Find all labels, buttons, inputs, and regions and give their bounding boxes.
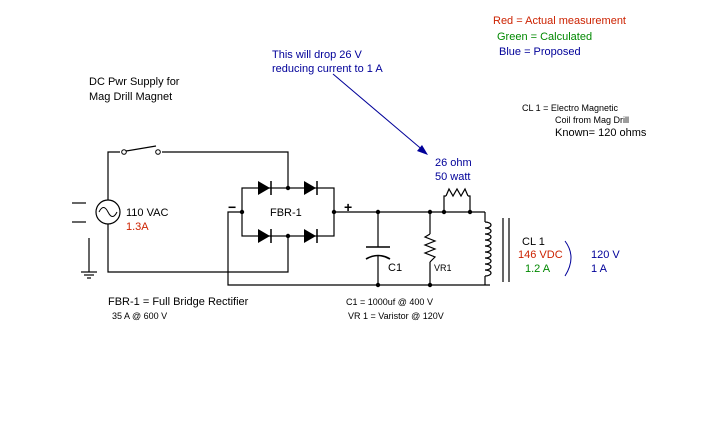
power-switch xyxy=(121,145,161,155)
annotation-arrow xyxy=(332,73,428,155)
ground-symbol xyxy=(81,271,97,279)
annotation-line2: reducing current to 1 A xyxy=(272,63,383,75)
note-fbr-line2: 35 A @ 600 V xyxy=(112,311,167,321)
junction-dots xyxy=(239,185,473,288)
coil-note-line2: Coil from Mag Drill xyxy=(555,115,629,125)
bridge-diodes xyxy=(258,181,318,243)
coil-label: CL 1 xyxy=(522,236,545,248)
coil-proposed-current: 1 A xyxy=(591,263,608,275)
legend-red: Red = Actual measurement xyxy=(493,15,626,27)
coil-calculated-current: 1.2 A xyxy=(525,263,551,275)
source-voltage: 110 VAC xyxy=(126,207,168,219)
note-vr1: VR 1 = Varistor @ 120V xyxy=(348,311,444,321)
title-line1: DC Pwr Supply for xyxy=(89,76,180,88)
resistor-line1: 26 ohm xyxy=(435,157,472,169)
title-line2: Mag Drill Magnet xyxy=(89,91,172,103)
coil-measured-voltage: 146 VDC xyxy=(518,249,563,261)
capacitor-symbol xyxy=(365,246,391,260)
proposed-bracket xyxy=(564,240,572,277)
annotation-line1: This will drop 26 V xyxy=(272,49,363,61)
ac-source-symbol xyxy=(95,199,121,225)
note-c1: C1 = 1000uf @ 400 V xyxy=(346,297,433,307)
resistor-line2: 50 watt xyxy=(435,171,470,183)
series-resistor-symbol xyxy=(445,187,469,198)
legend-blue: Blue = Proposed xyxy=(499,46,581,58)
varistor-label: VR1 xyxy=(434,263,452,273)
coil-proposed-voltage: 120 V xyxy=(591,249,620,261)
capacitor-label: C1 xyxy=(388,262,402,274)
source-current: 1.3A xyxy=(126,221,149,233)
rectifier-label: FBR-1 xyxy=(270,207,302,219)
legend-green: Green = Calculated xyxy=(497,31,592,43)
coil-note-line1: CL 1 = Electro Magnetic xyxy=(522,103,618,113)
coil-note-line3: Known= 120 ohms xyxy=(555,127,647,139)
rectifier-minus: − xyxy=(228,199,236,215)
note-fbr-line1: FBR-1 = Full Bridge Rectifier xyxy=(108,296,249,308)
rectifier-plus: + xyxy=(344,199,352,215)
varistor-symbol xyxy=(423,233,437,263)
coil-symbol xyxy=(484,218,510,282)
